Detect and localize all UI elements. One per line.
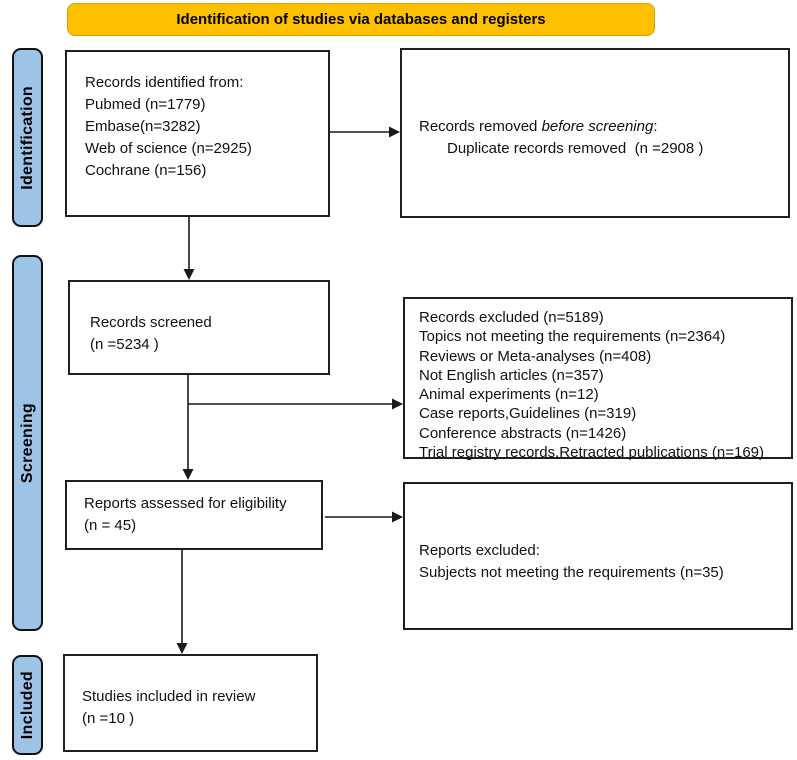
reports-assessed-count: (n = 45) bbox=[84, 517, 137, 534]
box-reports-assessed: Reports assessed for eligibility (n = 45… bbox=[65, 480, 323, 550]
banner-title: Identification of studies via databases … bbox=[67, 3, 655, 36]
records-identified-pubmed: Pubmed (n=1779) bbox=[85, 96, 206, 113]
records-removed-duplicates: Duplicate records removed (n =2908 ) bbox=[447, 140, 704, 157]
reports-assessed-label: Reports assessed for eligibility bbox=[84, 495, 287, 512]
stage-label-included-text: Included bbox=[18, 670, 36, 740]
records-excluded-not-english: Not English articles (n=357) bbox=[419, 366, 604, 384]
records-excluded-topics: Topics not meeting the requirements (n=2… bbox=[419, 328, 726, 346]
arrow-assessed-to-included bbox=[176, 550, 188, 654]
reports-excluded-heading: Reports excluded: bbox=[419, 542, 540, 559]
records-screened-label: Records screened bbox=[90, 314, 212, 331]
arrow-screened-to-excluded bbox=[188, 398, 403, 410]
stage-label-included: Included bbox=[12, 655, 43, 755]
arrow-assessed-to-reports-excluded bbox=[325, 511, 403, 523]
records-identified-embase: Embase(n=3282) bbox=[85, 118, 201, 135]
banner-title-text: Identification of studies via databases … bbox=[176, 11, 546, 28]
arrow-identified-to-screened bbox=[183, 217, 195, 280]
records-screened-count: (n =5234 ) bbox=[90, 336, 159, 353]
box-records-removed: Records removed before screening: Duplic… bbox=[400, 48, 790, 218]
box-records-screened: Records screened (n =5234 ) bbox=[68, 280, 330, 375]
stage-label-screening: Screening bbox=[12, 255, 43, 631]
box-reports-excluded: Reports excluded: Subjects not meeting t… bbox=[403, 482, 793, 630]
records-excluded-heading: Records excluded (n=5189) bbox=[419, 309, 604, 326]
records-identified-cochrane: Cochrane (n=156) bbox=[85, 162, 207, 179]
records-excluded-case-reports: Case reports,Guidelines (n=319) bbox=[419, 405, 637, 423]
box-studies-included: Studies included in review (n =10 ) bbox=[63, 654, 318, 752]
arrow-identified-to-removed bbox=[330, 126, 400, 138]
box-records-excluded: Records excluded (n=5189) Topics not mee… bbox=[403, 297, 793, 462]
stage-label-identification: Identification bbox=[12, 48, 43, 227]
records-identified-heading: Records identified from: bbox=[85, 74, 244, 91]
reports-excluded-subjects: Subjects not meeting the requirements (n… bbox=[419, 564, 724, 581]
records-excluded-reviews: Reviews or Meta-analyses (n=408) bbox=[419, 347, 652, 365]
records-excluded-animal: Animal experiments (n=12) bbox=[419, 386, 599, 404]
studies-included-label: Studies included in review bbox=[82, 688, 256, 705]
records-identified-wos: Web of science (n=2925) bbox=[85, 140, 252, 157]
records-excluded-trial-registry: Trial registry records,Retracted publica… bbox=[419, 444, 765, 462]
stage-label-screening-text: Screening bbox=[18, 402, 36, 484]
records-excluded-conference: Conference abstracts (n=1426) bbox=[419, 424, 627, 442]
arrow-screened-to-assessed bbox=[182, 375, 194, 480]
records-removed-italic: before screening bbox=[541, 118, 654, 135]
records-removed-prefix: Records removed bbox=[419, 118, 542, 135]
records-removed-heading: Records removed before screening: bbox=[419, 116, 780, 138]
records-removed-suffix: : bbox=[653, 118, 658, 135]
stage-label-identification-text: Identification bbox=[18, 85, 36, 190]
box-records-identified: Records identified from: Pubmed (n=1779)… bbox=[65, 50, 330, 217]
studies-included-count: (n =10 ) bbox=[82, 710, 135, 727]
